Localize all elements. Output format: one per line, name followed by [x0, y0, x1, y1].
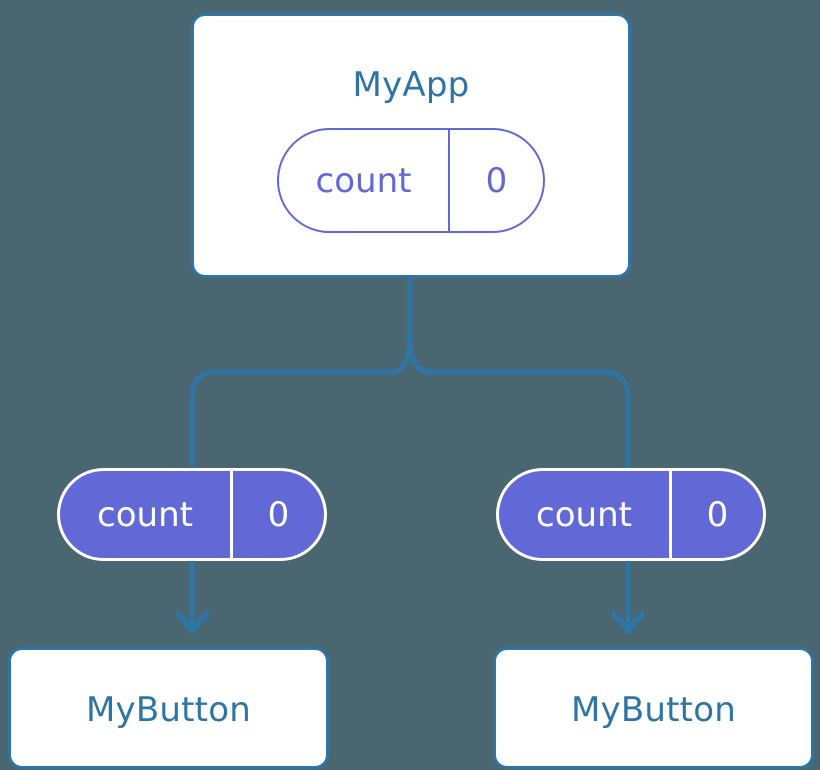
- arrowhead-right: [611, 611, 645, 634]
- prop-pill-right[interactable]: count 0: [496, 468, 766, 561]
- prop-pill-key: count: [60, 471, 233, 558]
- prop-pill-key: count: [499, 471, 672, 558]
- component-title-myapp: MyApp: [352, 65, 470, 105]
- state-pill-key: count: [279, 130, 450, 231]
- arrowhead-left: [175, 611, 209, 634]
- component-box-mybutton-right[interactable]: MyButton: [493, 647, 814, 769]
- state-pill-myapp[interactable]: count 0: [277, 128, 545, 233]
- state-pill-value: 0: [485, 160, 508, 201]
- component-box-mybutton-left[interactable]: MyButton: [8, 647, 329, 769]
- component-title-mybutton-right: MyButton: [571, 690, 736, 730]
- prop-pill-value: 0: [267, 494, 290, 535]
- component-title-mybutton-left: MyButton: [86, 690, 251, 730]
- prop-pill-value: 0: [706, 494, 729, 535]
- prop-pill-left[interactable]: count 0: [57, 468, 327, 561]
